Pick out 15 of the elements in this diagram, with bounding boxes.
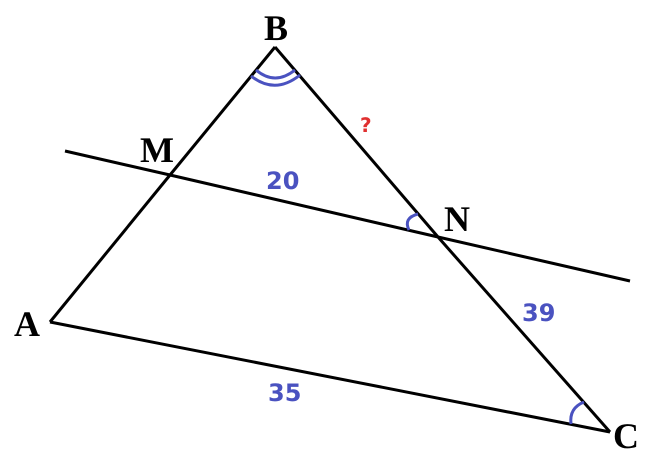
point-label: A: [14, 306, 40, 342]
point-label: B: [264, 10, 288, 46]
edge-label: ?: [360, 112, 372, 138]
point-label: M: [140, 132, 174, 168]
line-segment: [48, 174, 172, 323]
edge-label: 39: [522, 300, 556, 326]
line-segment: [168, 46, 276, 176]
line-segment: [436, 236, 612, 433]
line-segment: [274, 46, 440, 238]
line-segment: [50, 320, 610, 434]
edge-label: 20: [266, 168, 300, 194]
line-segment: [170, 174, 438, 238]
edge-label: 35: [268, 380, 302, 406]
point-label: C: [613, 418, 639, 454]
point-label: N: [444, 201, 470, 237]
